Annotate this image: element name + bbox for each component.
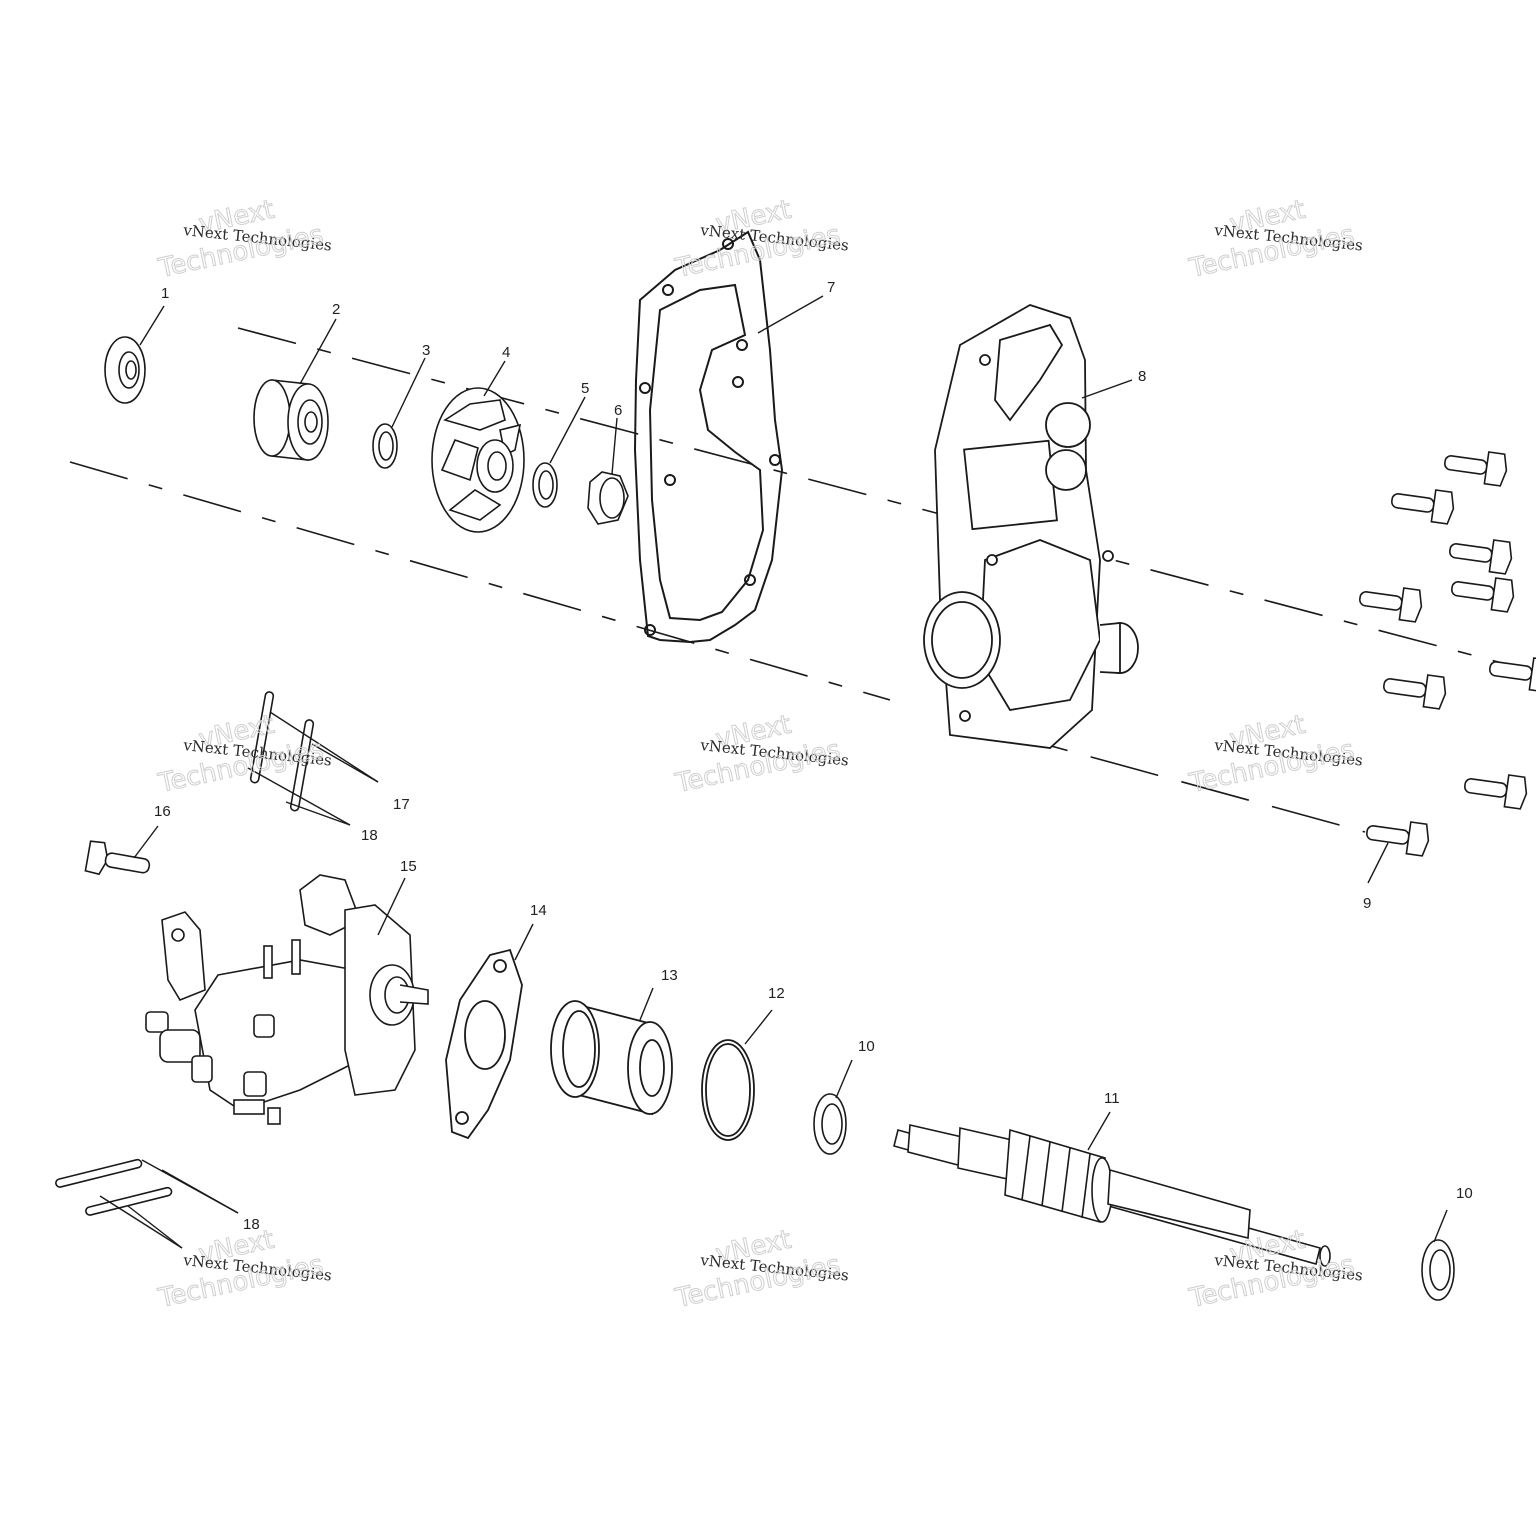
watermark: vNext vNext Technologies Technologies <box>672 1224 850 1314</box>
part-label-6: 6 <box>614 402 622 419</box>
part-label-17: 17 <box>393 796 410 813</box>
part-label-8: 8 <box>1138 368 1146 385</box>
washer-part-10-a <box>813 1093 847 1155</box>
watermark: vNext vNext Technologies Technologies <box>1186 194 1364 284</box>
pins-part-17-18 <box>55 691 315 1216</box>
oil-pump-part-15 <box>145 874 429 1125</box>
bearing-part-2 <box>253 379 329 461</box>
leader-lines <box>99 295 1448 1249</box>
seal-part-1 <box>104 336 146 404</box>
part-label-16: 16 <box>154 803 171 820</box>
part-label-10b: 10 <box>1456 1185 1473 1202</box>
gasket-part-14 <box>445 948 523 1140</box>
watermark: vNext vNext Technologies Technologies <box>155 1224 333 1314</box>
watermarks: vNext vNext Technologies Technologies vN… <box>155 194 1364 1314</box>
impeller-part-4 <box>431 387 525 533</box>
part-label-9: 9 <box>1363 895 1371 912</box>
part-label-5: 5 <box>581 380 589 397</box>
part-label-3: 3 <box>422 342 430 359</box>
nut-part-6 <box>587 471 629 525</box>
part-label-15: 15 <box>400 858 417 875</box>
part-label-14: 14 <box>530 902 547 919</box>
part-label-4: 4 <box>502 344 510 361</box>
watermark: vNext vNext Technologies Technologies <box>1186 1224 1364 1314</box>
o-ring-part-12 <box>701 1039 755 1141</box>
part-label-18a: 18 <box>361 827 378 844</box>
gasket-part-7 <box>633 230 784 644</box>
part-label-11: 11 <box>1104 1090 1120 1107</box>
washer-part-3 <box>372 423 398 469</box>
watermark: vNext vNext Technologies Technologies <box>155 194 333 284</box>
part-label-7: 7 <box>827 279 835 296</box>
shaft-gear-part-11 <box>893 1124 1331 1267</box>
watermark: vNext vNext Technologies Technologies <box>1186 709 1364 799</box>
watermark: vNext vNext Technologies Technologies <box>672 709 850 799</box>
pump-housing-part-8 <box>923 304 1139 749</box>
bolt-part-16 <box>84 840 151 876</box>
centerlines <box>69 327 1536 833</box>
part-label-18b: 18 <box>243 1216 260 1233</box>
washer-part-5 <box>532 462 558 508</box>
part-labels: 1 2 3 4 5 6 7 8 9 10 10 11 12 13 14 15 1… <box>154 279 1473 1233</box>
part-label-12: 12 <box>768 985 785 1002</box>
part-label-13: 13 <box>661 967 678 984</box>
part-label-2: 2 <box>332 301 340 318</box>
sleeve-part-13 <box>550 1000 673 1116</box>
bolts-part-9 <box>1359 451 1536 857</box>
part-label-1: 1 <box>161 285 169 302</box>
washer-part-10-b <box>1421 1239 1455 1301</box>
part-label-10a: 10 <box>858 1038 875 1055</box>
